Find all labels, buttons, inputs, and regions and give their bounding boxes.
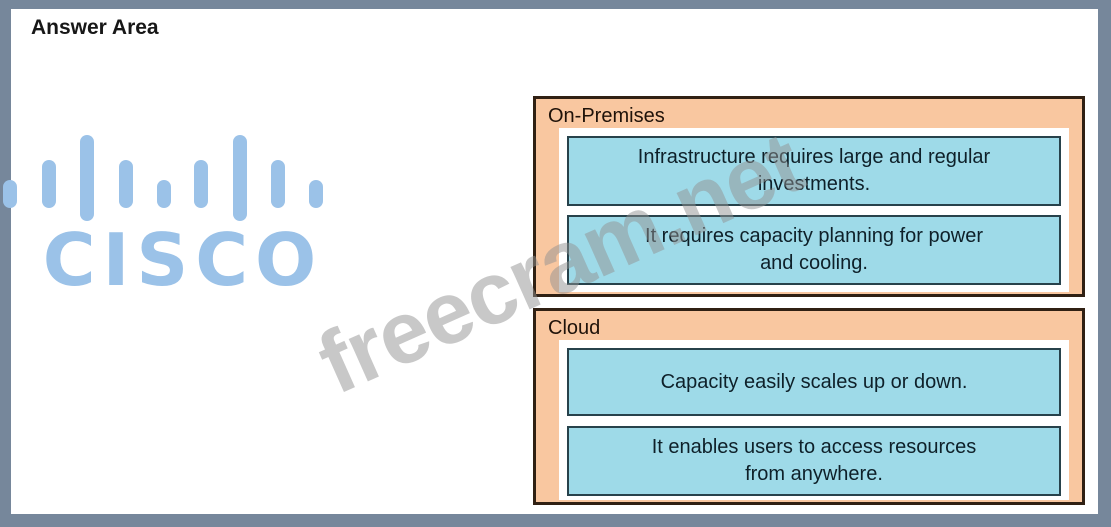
cisco-logo-bar (119, 160, 133, 208)
statement-card[interactable]: Infrastructure requires large and regula… (567, 136, 1061, 206)
statement-card[interactable]: It enables users to access resources fro… (567, 426, 1061, 496)
statement-card[interactable]: Capacity easily scales up or down. (567, 348, 1061, 416)
page-title: Answer Area (31, 16, 159, 39)
group-cloud-dropzone[interactable]: Capacity easily scales up or down. It en… (559, 340, 1069, 500)
cisco-logo-bar (194, 160, 208, 208)
group-on-premises-label: On-Premises (548, 105, 665, 127)
group-on-premises: On-Premises Infrastructure requires larg… (533, 96, 1085, 297)
cisco-logo-bar (271, 160, 285, 208)
cisco-logo-bar (42, 160, 56, 208)
statement-card[interactable]: It requires capacity planning for power … (567, 215, 1061, 285)
cisco-logo-bar (80, 135, 94, 221)
group-on-premises-dropzone[interactable]: Infrastructure requires large and regula… (559, 128, 1069, 292)
group-cloud-label: Cloud (548, 317, 601, 339)
group-cloud: Cloud Capacity easily scales up or down.… (533, 308, 1085, 505)
cisco-logo-wordmark: CISCO (42, 218, 324, 302)
cisco-logo-bar (3, 180, 17, 208)
cisco-logo-bar (157, 180, 171, 208)
cisco-logo-bar (233, 135, 247, 221)
cisco-logo-icon (3, 135, 325, 221)
cisco-logo-bar (309, 180, 323, 208)
